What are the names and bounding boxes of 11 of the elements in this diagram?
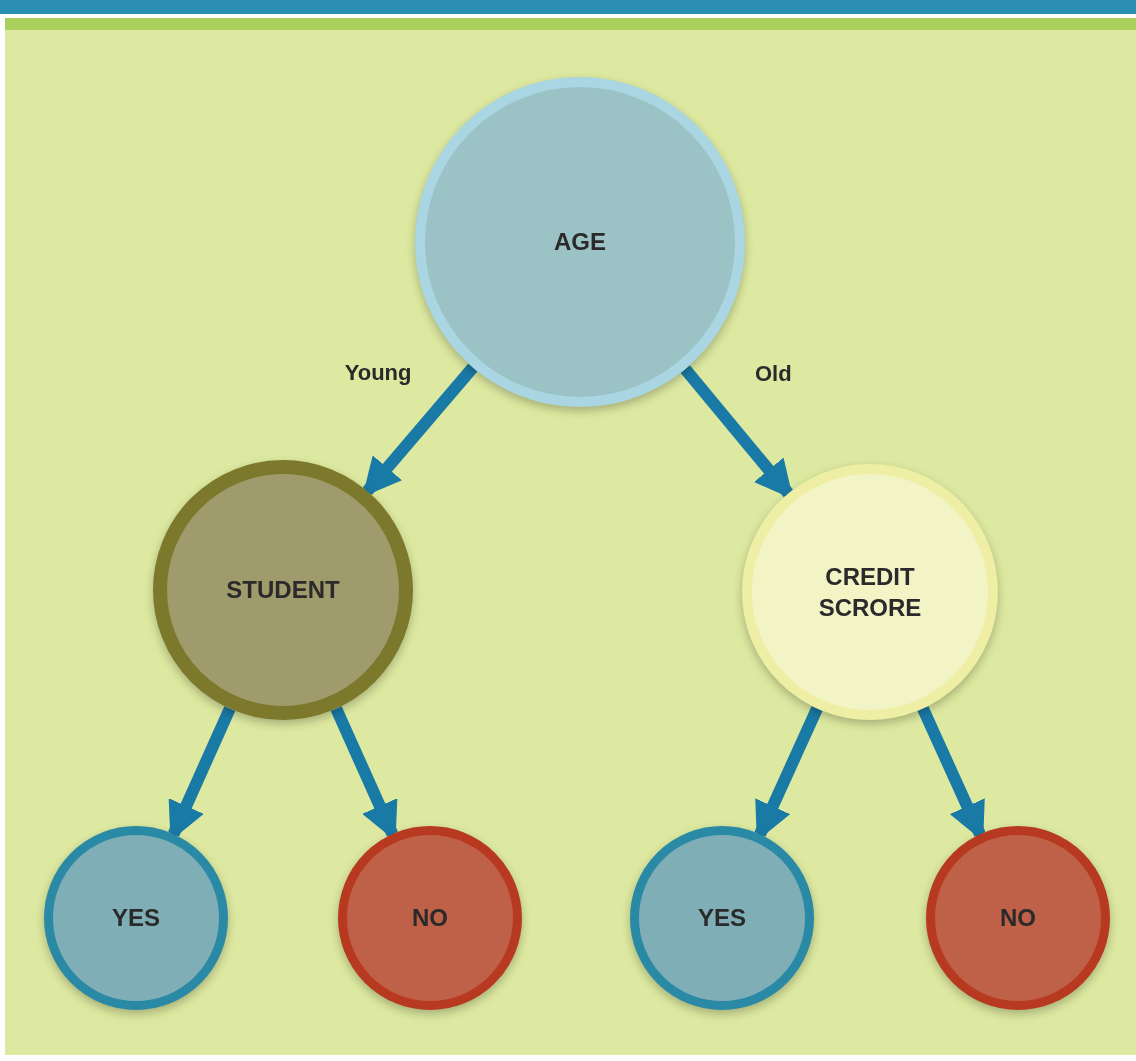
edge-label: Young [344, 359, 412, 387]
arrow [362, 363, 478, 497]
node-label: YES [111, 903, 161, 934]
edge-label: Old [755, 360, 792, 388]
node-label: CREDIT SCRORE [817, 561, 923, 623]
node-label: NO [411, 903, 449, 934]
node-label: AGE [553, 227, 607, 258]
node-label: NO [999, 903, 1037, 934]
node-label: STUDENT [225, 575, 341, 606]
node-label: YES [697, 903, 747, 934]
arrow [680, 365, 794, 500]
